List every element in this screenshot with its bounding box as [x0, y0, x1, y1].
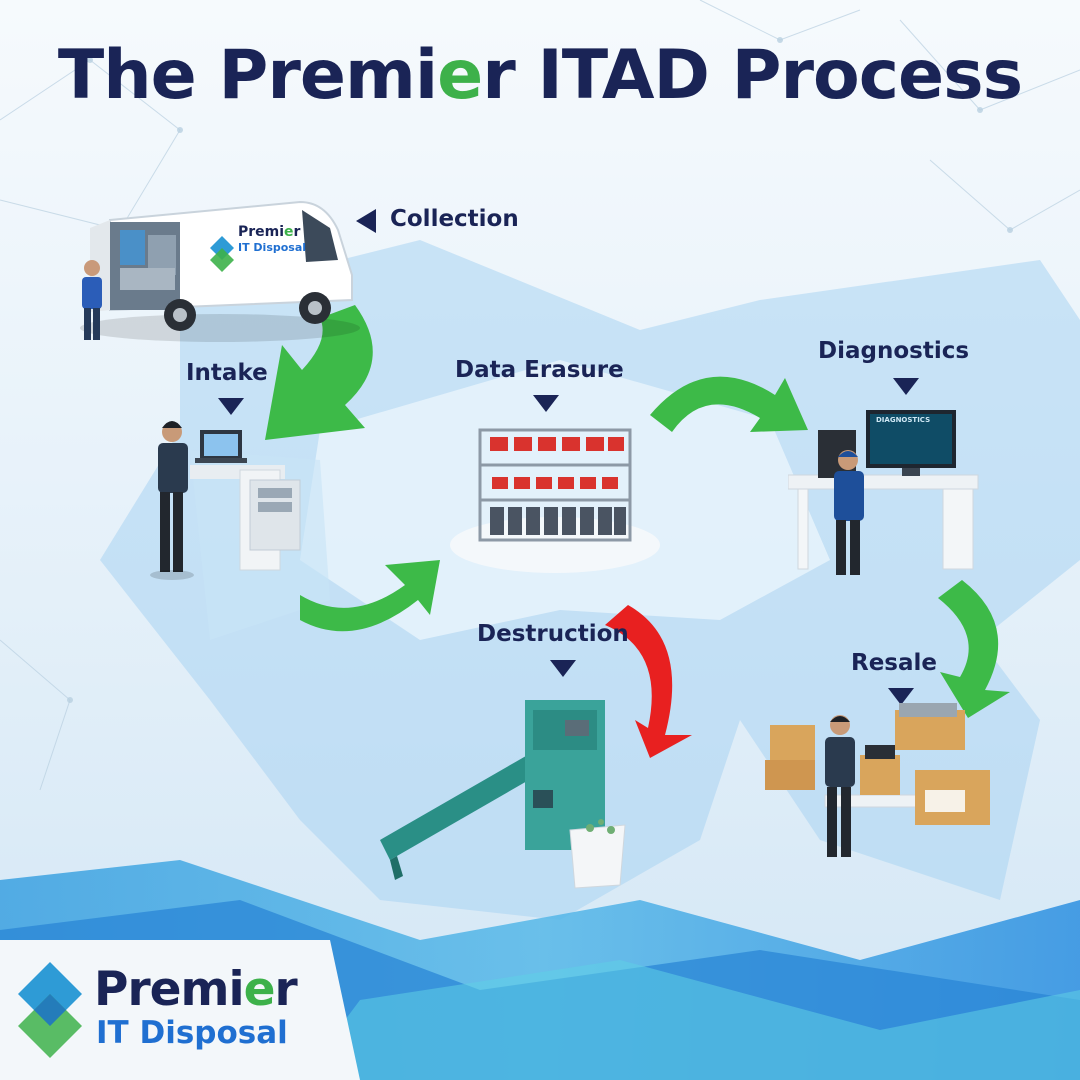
van-brand-subtext: IT Disposal	[238, 241, 307, 254]
step-label-collection: Collection	[390, 206, 519, 232]
resale-pointer	[888, 688, 914, 705]
arrow-erasure-to-diagnostics	[650, 376, 808, 432]
packing-boxes-icon	[765, 703, 990, 857]
van-logo-icon	[210, 236, 234, 272]
brand-logo-icon	[18, 962, 82, 1058]
diagnostics-workstation-icon	[788, 410, 979, 575]
arrow-diagnostics-to-resale	[938, 580, 1010, 718]
delivery-van-icon	[80, 200, 360, 342]
page-title: The Premier ITAD Process	[57, 36, 1023, 115]
van-brand-text: Premier	[238, 224, 301, 240]
step-label-data-erasure: Data Erasure	[455, 357, 624, 383]
step-label-resale: Resale	[851, 650, 938, 676]
diagnostics-pointer	[893, 378, 919, 395]
brand-logo-subtitle: IT Disposal	[96, 1015, 288, 1051]
destruction-pointer	[550, 660, 576, 677]
collection-pointer	[356, 209, 376, 233]
monitor-heading: DIAGNOSTICS	[876, 416, 931, 424]
shredder-icon	[380, 700, 626, 889]
data-erasure-pointer	[533, 395, 559, 412]
arrow-erasure-to-destruction	[605, 605, 692, 758]
intake-pointer	[218, 398, 244, 415]
step-label-diagnostics: Diagnostics	[818, 338, 970, 364]
worker-laptop-icon	[150, 421, 301, 580]
brand-logo: Premier IT Disposal	[14, 960, 314, 1060]
step-label-intake: Intake	[186, 360, 268, 386]
arrow-collection-to-intake	[265, 305, 373, 440]
brand-logo-name: Premier	[94, 962, 298, 1017]
server-rack-icon	[450, 428, 660, 573]
step-label-destruction: Destruction	[477, 621, 629, 647]
arrow-intake-to-erasure	[300, 560, 440, 632]
